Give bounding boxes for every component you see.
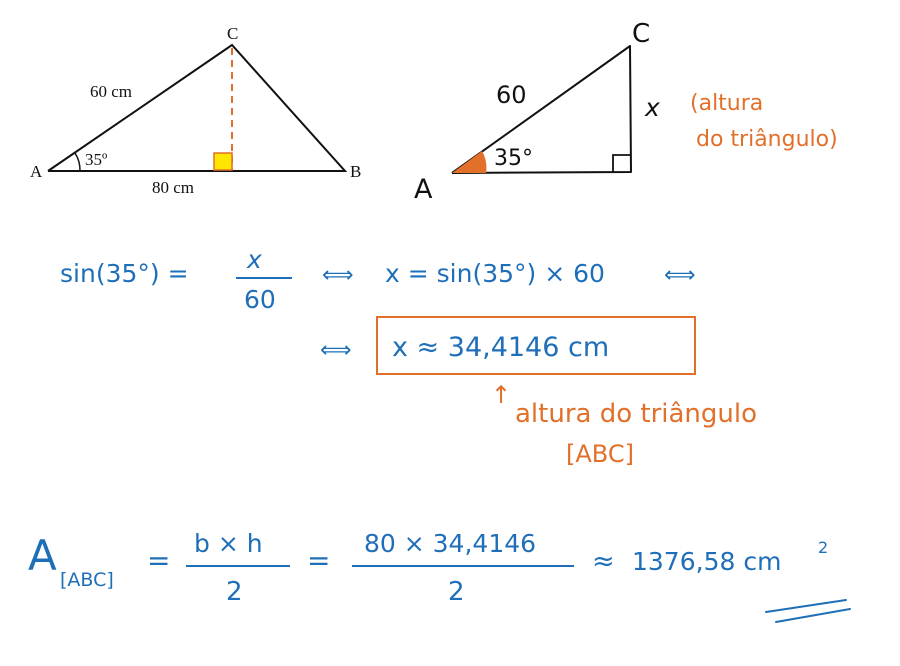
area-formula: A [ABC] = b × h 2 = 80 × 34,4146 2 ≈ 137… <box>28 529 851 623</box>
sketch-hypotenuse-label: 60 <box>496 81 527 109</box>
sketch-angle-wedge <box>452 151 487 173</box>
right-triangle-sketch: A C 60 x 35° (altura do triângulo) <box>414 19 838 205</box>
sketch-height-label: x <box>644 93 660 122</box>
sketch-vertex-a: A <box>414 174 433 205</box>
area-symbol: A <box>28 531 57 580</box>
height-result: ⟺ x ≈ 34,4146 cm <box>320 316 696 375</box>
height-note-line2: do triângulo) <box>696 127 838 152</box>
height-note-line1: (altura <box>690 91 763 116</box>
right-angle-marker <box>213 152 233 171</box>
iff-symbol-1: ⟺ <box>322 263 354 288</box>
formula-denominator: 2 <box>226 577 243 607</box>
angle-label-a: 35º <box>85 150 107 169</box>
annotation-line2: [ABC] <box>566 440 634 468</box>
area-equals-1: = <box>147 544 170 577</box>
angle-arc-a <box>74 152 81 172</box>
vertex-label-c: C <box>227 24 238 43</box>
iff-symbol-3: ⟺ <box>320 338 352 363</box>
side-label-ab: 80 cm <box>152 178 194 197</box>
iff-symbol-2: ⟺ <box>664 263 696 288</box>
sine-rhs: x = sin(35°) × 60 <box>385 259 605 288</box>
side-label-ac: 60 cm <box>90 82 132 101</box>
vertex-label-a: A <box>30 162 43 181</box>
area-subscript: [ABC] <box>60 569 114 591</box>
annotation-arrow: ↑ <box>491 381 511 409</box>
vertex-label-b: B <box>350 162 361 181</box>
formula-numerator: b × h <box>194 529 263 558</box>
area-equals-2: = <box>307 544 330 577</box>
final-underline-2 <box>775 608 851 623</box>
sketch-right-angle-marker <box>612 154 631 172</box>
result-box <box>376 316 696 375</box>
boxed-height-value: x ≈ 34,4146 cm <box>392 332 609 363</box>
height-annotation: ↑ altura do triângulo [ABC] <box>491 381 757 468</box>
sine-fraction-numerator: x <box>246 245 262 274</box>
area-result: 1376,58 cm <box>632 547 781 576</box>
sine-equation: sin(35°) = x 60 ⟺ x = sin(35°) × 60 ⟺ <box>60 245 696 314</box>
annotation-line1: altura do triângulo <box>515 399 757 429</box>
sketch-vertex-c: C <box>632 19 650 49</box>
approx-symbol: ≈ <box>592 546 615 577</box>
triangle-abc-outline <box>47 43 348 172</box>
sine-lhs: sin(35°) = <box>60 259 189 288</box>
triangle-abc-figure: A B C 60 cm 80 cm 35º <box>30 24 361 197</box>
substitution-numerator: 80 × 34,4146 <box>364 529 536 558</box>
area-result-exponent: 2 <box>818 538 828 557</box>
sketch-angle-label: 35° <box>494 146 533 171</box>
substitution-denominator: 2 <box>448 577 465 607</box>
sketch-triangle-outline <box>451 45 632 174</box>
final-underline-1 <box>765 599 847 613</box>
sine-fraction-denominator: 60 <box>244 285 276 314</box>
